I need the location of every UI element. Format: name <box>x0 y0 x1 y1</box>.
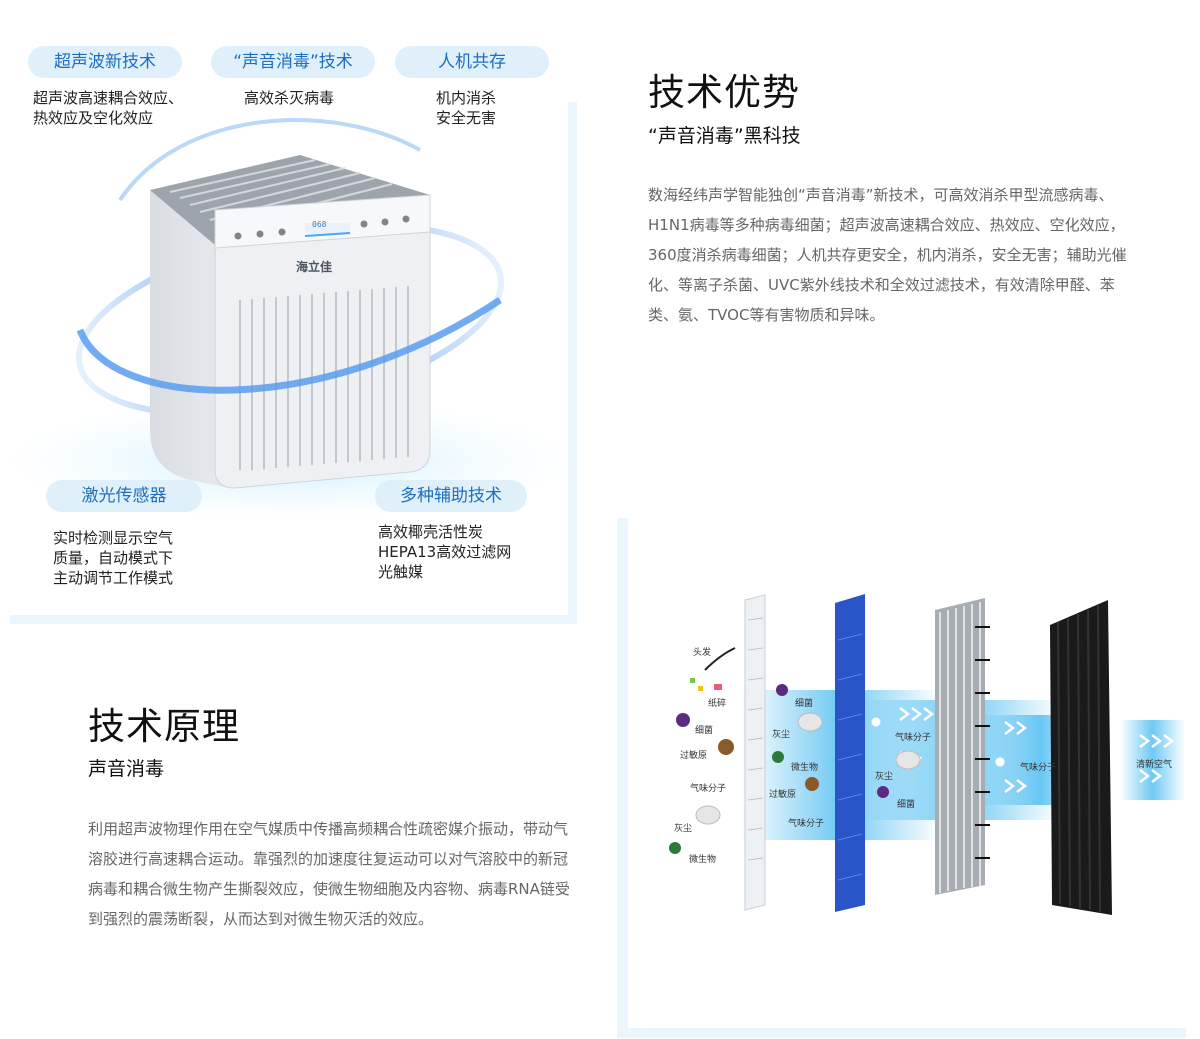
feature-desc-ultrasonic: 超声波高速耦合效应、 热效应及空化效应 <box>33 89 184 127</box>
advantage-title: 技术优势 <box>648 71 800 114</box>
label-dust-3: 灰尘 <box>875 772 894 782</box>
label-allergen-2: 过敏原 <box>769 790 797 800</box>
label-bacteria-1: 细菌 <box>695 726 714 736</box>
label-hair: 头发 <box>693 648 712 658</box>
feature-pill-sound-disinfection: “声音消毒”技术 <box>211 46 375 78</box>
label-odor-2: 气味分子 <box>788 819 825 829</box>
label-microbe-2: 微生物 <box>791 763 819 773</box>
label-dust-1: 灰尘 <box>674 824 693 834</box>
principle-subtitle: 声音消毒 <box>88 758 165 780</box>
right-section-frame <box>617 518 1186 1038</box>
feature-pill-ultrasonic: 超声波新技术 <box>28 46 182 78</box>
label-odor-1: 气味分子 <box>690 784 727 794</box>
label-dust-2: 灰尘 <box>772 730 791 740</box>
principle-body: 利用超声波物理作用在空气媒质中传播高频耦合性疏密媒介振动，带动气溶胶进行高速耦合… <box>88 820 570 928</box>
label-fresh-air: 清新空气 <box>1136 760 1173 770</box>
left-section-frame <box>10 102 577 624</box>
advantage-body: 数海经纬声学智能独创“声音消毒”新技术，可高效消杀甲型流感病毒、H1N1病毒等多… <box>648 186 1127 324</box>
feature-desc-sound-disinfection: 高效杀灭病毒 <box>244 89 335 107</box>
feature-desc-aux-tech: 高效椰壳活性炭 HEPA13高效过滤网 光触媒 <box>378 523 512 581</box>
principle-title: 技术原理 <box>88 705 240 748</box>
filter-layers-diagram <box>669 594 1185 915</box>
label-paper: 纸碎 <box>708 699 727 709</box>
label-bacteria-2: 细菌 <box>795 699 814 709</box>
feature-pill-coexistence: 人机共存 <box>395 46 549 78</box>
feature-desc-coexistence: 机内消杀 安全无害 <box>436 89 497 127</box>
product-brand-logo: 海立佳 <box>296 260 333 274</box>
product-display: 068 <box>312 220 327 229</box>
label-odor-3: 气味分子 <box>895 733 932 743</box>
feature-pill-aux-tech: 多种辅助技术 <box>375 480 527 512</box>
label-allergen-1: 过敏原 <box>680 751 708 761</box>
label-microbe-1: 微生物 <box>689 855 717 865</box>
feature-pill-laser-sensor: 激光传感器 <box>46 480 202 512</box>
label-odor-4: 气味分子 <box>1020 763 1057 773</box>
label-bacteria-3: 细菌 <box>897 800 916 810</box>
feature-desc-laser-sensor: 实时检测显示空气 质量，自动模式下 主动调节工作模式 <box>53 529 174 587</box>
advantage-subtitle: “声音消毒”黑科技 <box>648 125 801 147</box>
